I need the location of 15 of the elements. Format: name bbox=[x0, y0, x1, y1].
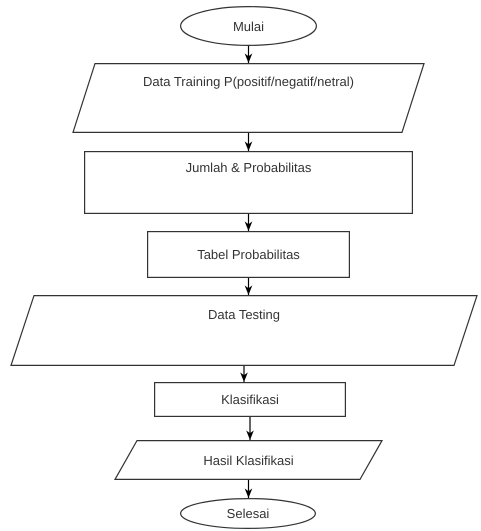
node-label: Tabel Probabilitas bbox=[196, 246, 301, 263]
arrow bbox=[244, 480, 252, 498]
arrow bbox=[240, 366, 248, 382]
arrow bbox=[244, 133, 252, 151]
node-label: Klasifikasi bbox=[220, 391, 280, 408]
arrow bbox=[246, 417, 254, 440]
arrow bbox=[244, 214, 252, 231]
arrow bbox=[244, 278, 252, 295]
node-label: Data Training P(positif/negatif/netral) bbox=[142, 73, 355, 90]
arrow bbox=[244, 46, 252, 63]
node-label: Hasil Klasifikasi bbox=[202, 452, 295, 468]
node-label: Mulai bbox=[232, 18, 266, 34]
node-label: Data Testing bbox=[206, 306, 282, 323]
node-label: Selesai bbox=[226, 505, 270, 522]
node-label: Jumlah & Probabilitas bbox=[184, 159, 312, 176]
